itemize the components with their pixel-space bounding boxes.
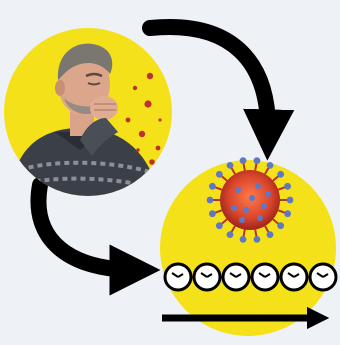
virus-spike-tip [239, 235, 247, 243]
coronavirus-particle [206, 157, 294, 243]
virus-spike-tip [277, 222, 285, 230]
virus-spike-tip [209, 182, 216, 190]
sneeze-droplets [125, 72, 162, 165]
virus-spike-tip [226, 161, 234, 169]
virus-spot [261, 203, 267, 209]
virus-spike-tip [215, 222, 223, 230]
virus-spike-tip [209, 210, 216, 218]
clock-icon [221, 262, 251, 292]
virus-spot [235, 187, 241, 193]
virus-spike-tip [266, 231, 274, 239]
virus-spike-tip [284, 210, 291, 218]
virus-spot [239, 217, 245, 223]
virus-spike-tip [277, 170, 285, 178]
virus-spot [231, 205, 237, 211]
man-coughing [10, 43, 160, 196]
virus-spike-tip [253, 157, 261, 165]
virus-spike-tip [239, 157, 247, 165]
clock-row [163, 262, 338, 292]
virus-spike-tip [226, 231, 234, 239]
virus-spot [249, 195, 255, 201]
clock-icon [308, 262, 338, 292]
virus-spike-tip [253, 235, 261, 243]
virus-circle [160, 160, 336, 336]
virus-spot [265, 191, 271, 197]
virus-spike-tip [215, 170, 223, 178]
virus-spike-tip [266, 161, 274, 169]
virus-spot [243, 207, 249, 213]
arrow-top-curved [142, 19, 295, 161]
clock-icon [192, 262, 222, 292]
virus-spike-tip [286, 196, 294, 204]
arrow-bottom-curved [30, 177, 161, 296]
virus-spike-tip [206, 196, 214, 204]
clock-icon [279, 262, 309, 292]
virus-spike-tip [284, 182, 291, 190]
virus-spot [257, 215, 263, 221]
clock-icon [250, 262, 280, 292]
virus-spot [255, 183, 261, 189]
clock-icon [163, 262, 193, 292]
